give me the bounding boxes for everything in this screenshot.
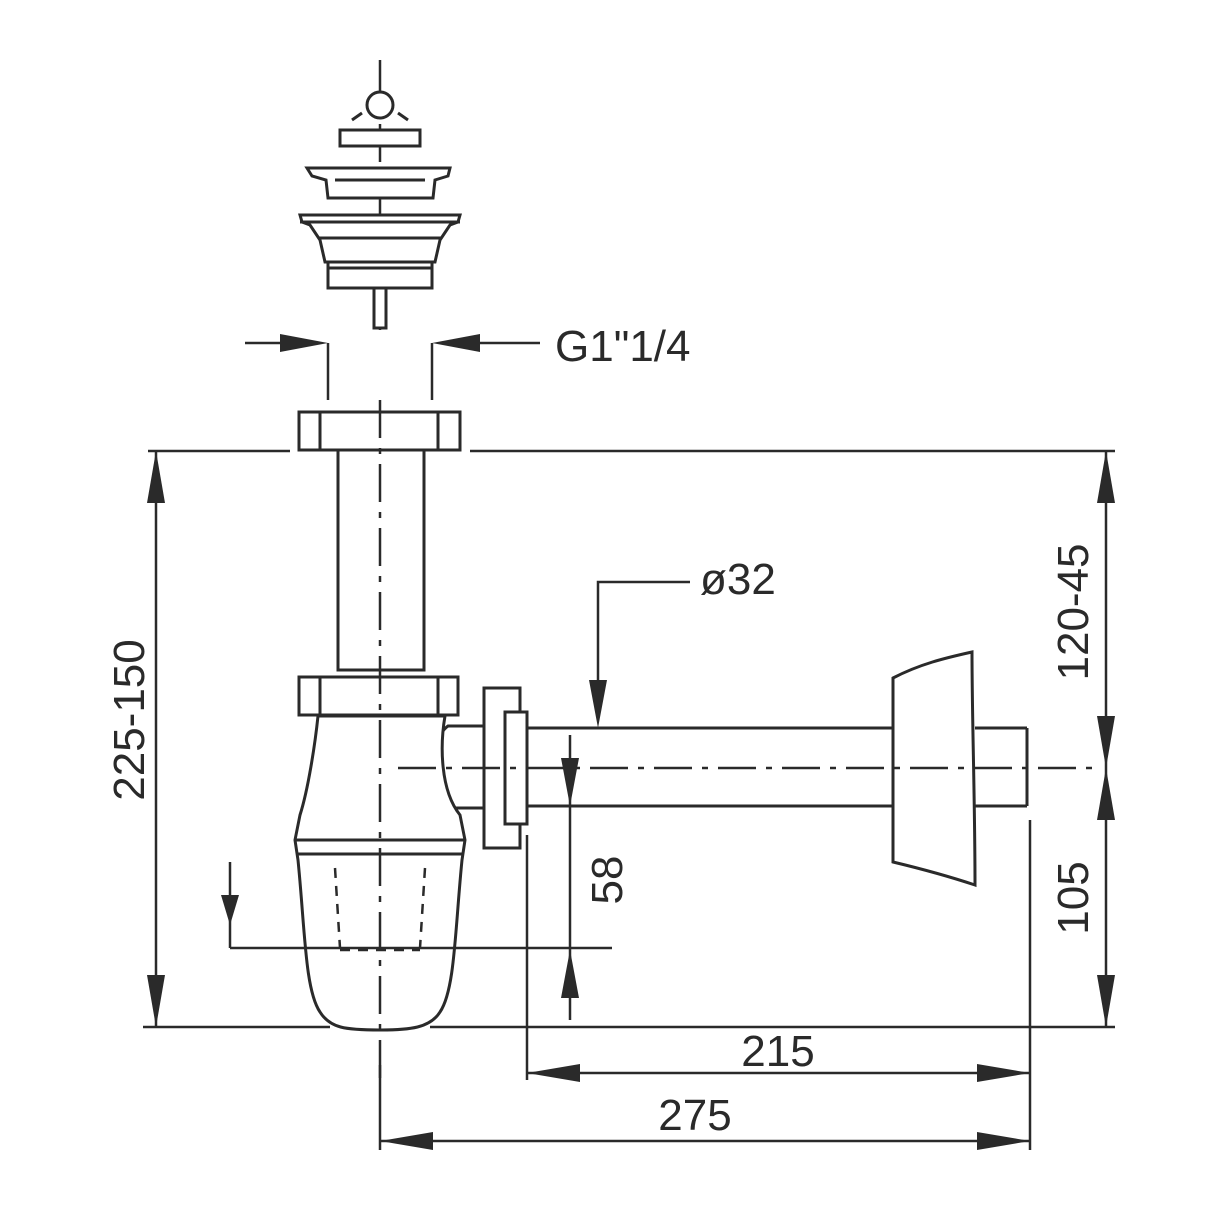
strainer-grid (304, 166, 452, 200)
overall-height-dimension: 225-150 (105, 449, 1115, 1029)
length-dimensions: 215 275 (378, 820, 1032, 1150)
outlet-pipe (525, 726, 897, 808)
length-total-label: 275 (658, 1091, 731, 1140)
right-height-dimensions: 120-45 105 (1049, 451, 1115, 1027)
plug-cap (338, 128, 422, 148)
thread-dimension: G1"1/4 (245, 322, 690, 400)
length-inner-label: 215 (741, 1027, 814, 1076)
middle-nut (297, 675, 460, 717)
plug-body (326, 260, 434, 290)
chain-ring (365, 90, 395, 120)
lower-height-label: 105 (1049, 861, 1098, 934)
upper-range-label: 120-45 (1049, 543, 1098, 680)
trap-body (293, 410, 486, 1032)
drain-plug-assembly (298, 60, 462, 330)
thread-size-label: G1"1/4 (555, 322, 690, 371)
height-range-label: 225-150 (105, 639, 154, 800)
water-seal-dimension: 58 (221, 735, 632, 1020)
water-seal-label: 58 (583, 856, 632, 905)
pipe-diameter-callout: ø32 (589, 555, 776, 728)
pipe-diameter-label: ø32 (700, 555, 776, 604)
plug-stem (372, 286, 388, 330)
